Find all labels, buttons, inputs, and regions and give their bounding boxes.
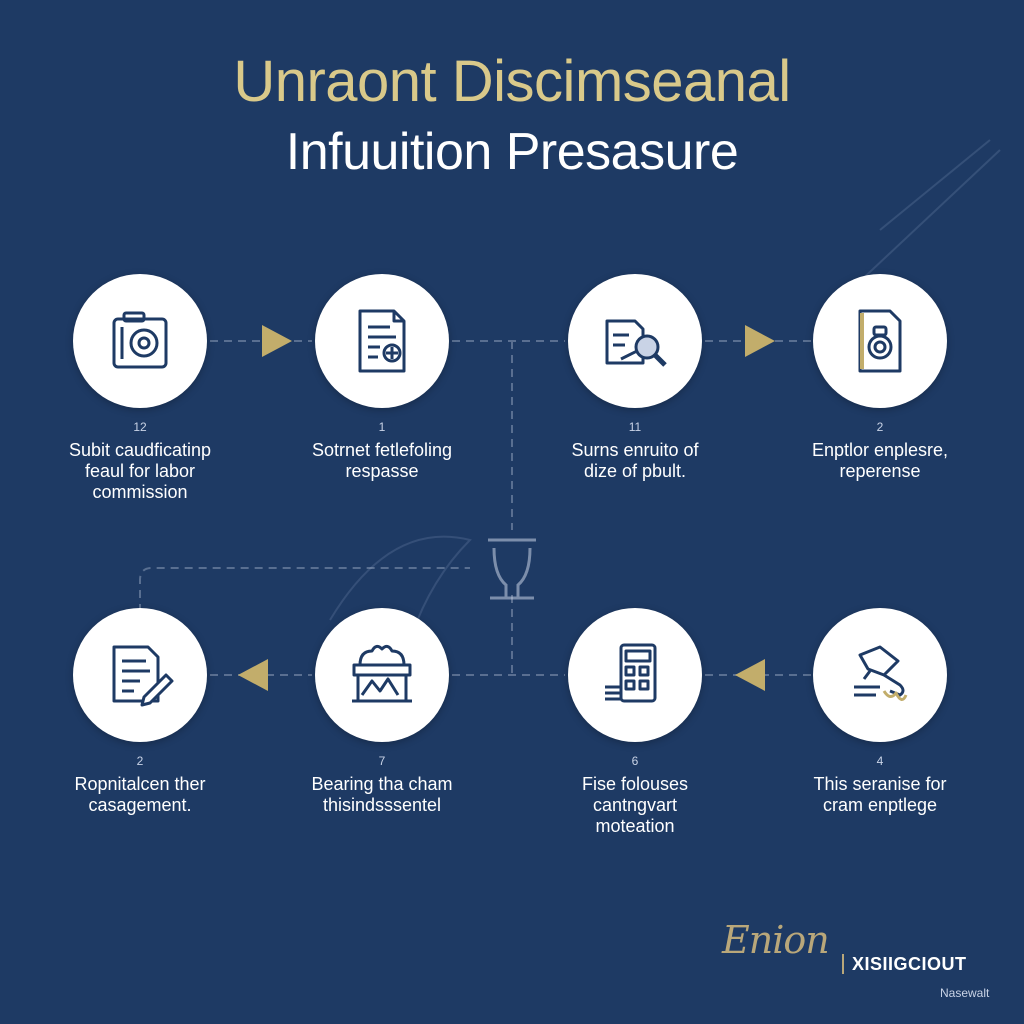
step-number: 2 <box>876 420 884 434</box>
step-number: 12 <box>133 420 147 434</box>
step-circle <box>813 608 947 742</box>
step-card: 2 Enptlor enplesre, reperense <box>770 274 990 482</box>
step-circle <box>73 274 207 408</box>
title-line-2: Infuuition Presasure <box>285 123 739 181</box>
step-label: Fise folouses cantngvart moteation <box>581 774 689 836</box>
title-line-1: Unraont Discimseanal <box>233 49 791 114</box>
brand-name: XISIIGCIOUT <box>852 954 967 974</box>
step-number: 1 <box>378 420 386 434</box>
document-list-icon <box>358 309 406 373</box>
handshake-icon <box>854 645 908 701</box>
step-label: Enptlor enplesre, reperense <box>811 440 949 481</box>
step-circle <box>568 274 702 408</box>
cup-icon <box>488 538 536 600</box>
step-label: This seranise for cram enptlege <box>813 774 947 815</box>
step-number: 4 <box>876 754 884 768</box>
step-card: 12 Subit caudficatinp feaul for labor co… <box>30 274 250 503</box>
brand-logo: Enion XISIIGCIOUT Nasewalt <box>718 900 1018 1010</box>
step-circle <box>73 608 207 742</box>
step-circle <box>315 608 449 742</box>
step-circle <box>813 274 947 408</box>
step-card: 2 Ropnitalcen ther casagement. <box>30 608 250 816</box>
file-badge-icon <box>858 309 902 373</box>
brand-subtitle: Nasewalt <box>940 986 990 1000</box>
step-circle <box>315 274 449 408</box>
step-label: Subit caudficatinp feaul for labor commi… <box>68 440 212 502</box>
step-label: Surns enruito of dize of pbult. <box>571 440 699 481</box>
step-number: 2 <box>136 754 144 768</box>
step-label: Sotrnet fetlefoling respasse <box>311 440 453 481</box>
building-chart-icon <box>352 644 412 703</box>
step-label: Ropnitalcen ther casagement. <box>74 774 206 815</box>
step-number: 11 <box>628 420 642 434</box>
step-card: 1 Sotrnet fetlefoling respasse <box>272 274 492 482</box>
step-card: 4 This seranise for cram enptlege <box>770 608 990 816</box>
step-card: 7 Bearing tha cham thisindsssentel <box>272 608 492 816</box>
camera-device-icon <box>112 311 168 369</box>
step-number: 6 <box>631 754 639 768</box>
step-circle <box>568 608 702 742</box>
step-card: 11 Surns enruito of dize of pbult. <box>525 274 745 482</box>
step-number: 7 <box>378 754 386 768</box>
brand-script-logo: Enion <box>722 918 830 962</box>
calculator-icon <box>605 643 657 703</box>
step-label: Bearing tha cham thisindsssentel <box>311 774 453 815</box>
brand-separator <box>842 954 844 974</box>
document-search-icon <box>605 319 667 367</box>
document-pen-icon <box>112 645 174 707</box>
step-card: 6 Fise folouses cantngvart moteation <box>525 608 745 837</box>
